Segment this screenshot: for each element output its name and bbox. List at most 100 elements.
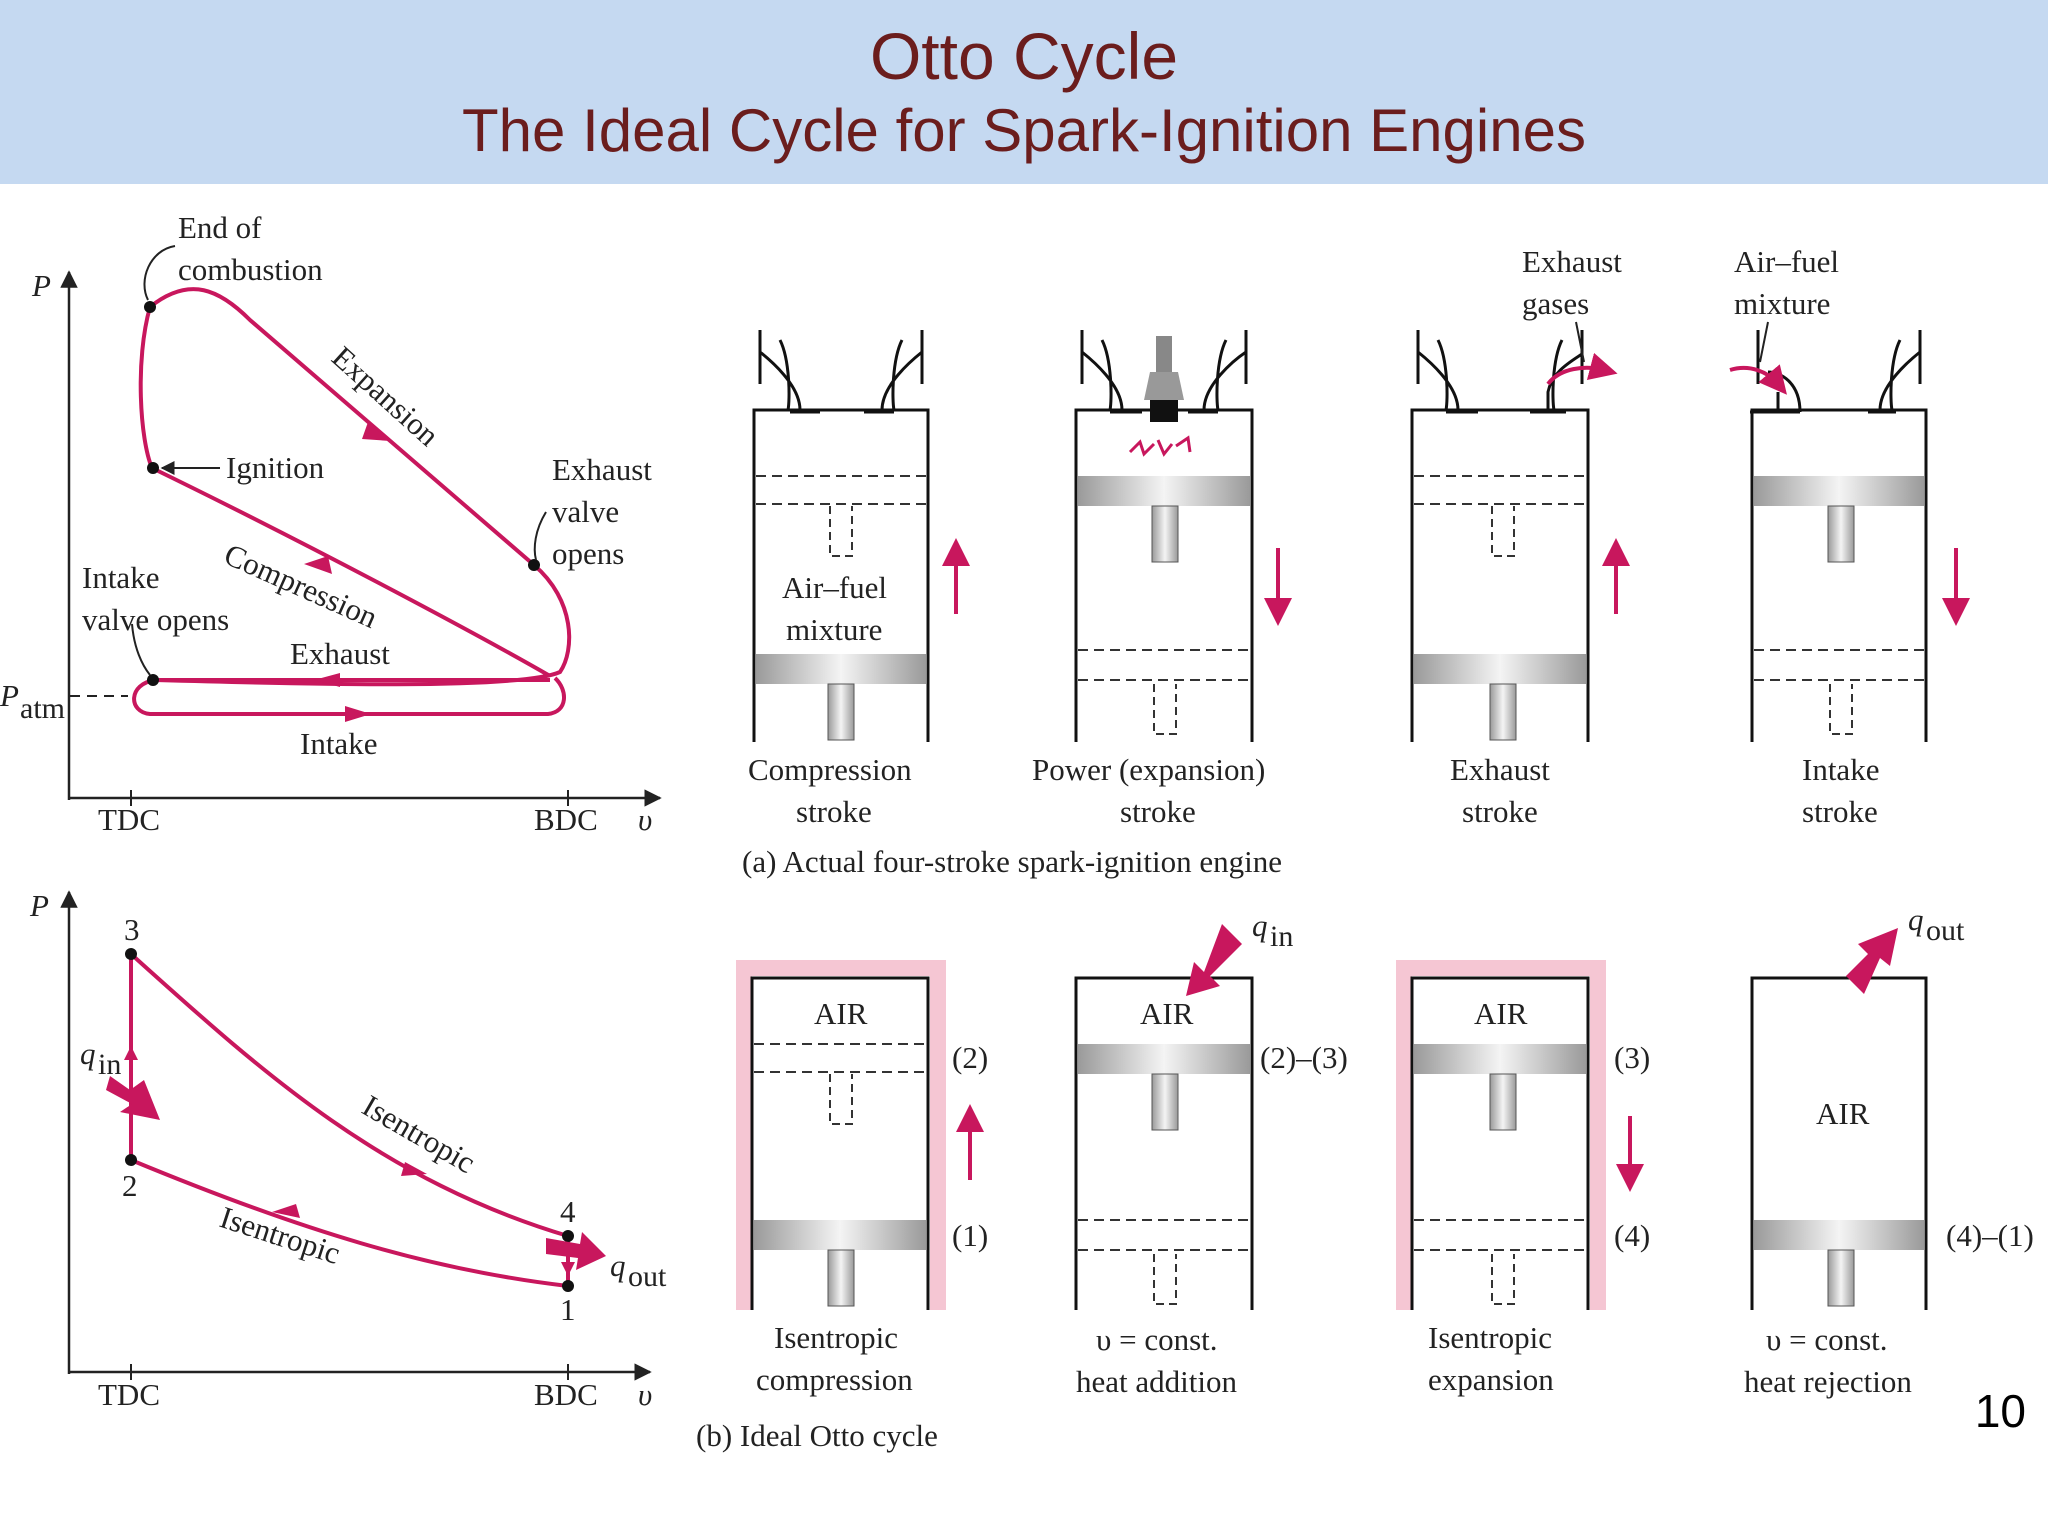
slide-title: Otto Cycle xyxy=(869,19,1179,93)
stroke-label-1a: Compression xyxy=(748,752,912,787)
exhaust-valve-label-3: opens xyxy=(552,536,624,571)
point-1: 1 xyxy=(560,1292,576,1327)
stroke-label-3a: Exhaust xyxy=(1450,752,1550,787)
point-2: 2 xyxy=(122,1168,138,1203)
intake-label: Intake xyxy=(300,726,377,761)
end-of-combustion-label-1: End of xyxy=(178,210,262,245)
q-in-arrow-icon xyxy=(106,1076,160,1120)
q-out-arrow-icon xyxy=(546,1232,606,1270)
ideal-pv-diagram: P υ TDC BDC 3 2 4 1 Isentropic Isentropi… xyxy=(29,888,667,1412)
intake-valve-point xyxy=(147,674,159,686)
process-label-2a: υ = const. xyxy=(1096,1322,1218,1357)
title-banner xyxy=(0,0,2048,184)
cyl-q-in-sub: in xyxy=(1270,920,1293,953)
point-3: 3 xyxy=(124,912,140,947)
process-label-4b: heat rejection xyxy=(1744,1364,1912,1399)
q-out-cyl-arrow-icon xyxy=(1846,928,1898,994)
state-1-label: (1) xyxy=(952,1218,988,1253)
ideal-bdc-label: BDC xyxy=(534,1377,598,1412)
stroke-label-2a: Power (expansion) xyxy=(1032,752,1265,787)
intake-arrow xyxy=(345,706,371,722)
air-label-2: AIR xyxy=(1140,996,1194,1031)
air-label-3: AIR xyxy=(1474,996,1528,1031)
intake-valve-label-1: Intake xyxy=(82,560,159,595)
air-fuel-inlet-label-2: mixture xyxy=(1734,286,1830,321)
stroke-label-4b: stroke xyxy=(1802,794,1878,829)
point-4: 4 xyxy=(560,1194,576,1229)
cylinder-power xyxy=(1074,330,1292,742)
compression-curve xyxy=(138,306,551,678)
ideal-q-in: q xyxy=(80,1036,96,1071)
cyl-q-out-sub: out xyxy=(1926,914,1965,947)
p-axis-label: P xyxy=(31,268,51,303)
exhaust-valve-label-1: Exhaust xyxy=(552,452,652,487)
cylinder-intake: Air–fuel mixture xyxy=(1729,244,1970,742)
actual-engine-diagrams: Air–fuel mixture xyxy=(742,244,1970,879)
q-in-cyl-arrow-icon xyxy=(1186,924,1242,996)
bdc-label: BDC xyxy=(534,802,598,837)
cylinder-exhaust: Exhaust gases xyxy=(1410,244,1630,742)
cyl-q-out: q xyxy=(1908,902,1924,937)
ideal-engine-diagrams: AIR (2) (1) AIR q in (2)–(3) xyxy=(696,902,2034,1453)
stroke-label-4a: Intake xyxy=(1802,752,1879,787)
otto-cycle-figure: P υ TDC BDC P atm End of combustion Expa… xyxy=(0,210,2034,1453)
process-label-1b: compression xyxy=(756,1362,913,1397)
ignition-label: Ignition xyxy=(226,450,325,485)
state-3-label: (3) xyxy=(1614,1040,1650,1075)
process-label-2b: heat addition xyxy=(1076,1364,1237,1399)
page-number: 10 xyxy=(1974,1385,2026,1437)
actual-pv-diagram: P υ TDC BDC P atm End of combustion Expa… xyxy=(0,210,662,837)
ideal-q-out: q xyxy=(610,1248,626,1283)
cylinder-compression: Air–fuel mixture xyxy=(752,330,970,742)
state-2-label: (2) xyxy=(952,1040,988,1075)
state-4-label: (4) xyxy=(1614,1218,1650,1253)
ignition-point xyxy=(147,462,159,474)
isentropic-upper-label: Isentropic xyxy=(357,1088,482,1180)
patm-label: P xyxy=(0,678,19,713)
compression-label: Compression xyxy=(219,536,383,635)
isentropic-expansion-curve xyxy=(129,952,569,1238)
stroke-label-1b: stroke xyxy=(796,794,872,829)
ideal-q-out-sub: out xyxy=(628,1260,667,1293)
process-label-4a: υ = const. xyxy=(1766,1322,1888,1357)
exhaust-valve-label-2: valve xyxy=(552,494,619,529)
ideal-p-axis-label: P xyxy=(29,888,49,923)
ideal-v-axis-label: υ xyxy=(638,1377,652,1412)
expansion-arrow xyxy=(362,422,390,441)
isentropic-compression-curve xyxy=(130,1158,569,1288)
air-fuel-label-1: Air–fuel xyxy=(782,570,887,605)
ideal-q-in-sub: in xyxy=(98,1048,121,1081)
stroke-label-3b: stroke xyxy=(1462,794,1538,829)
intake-curve xyxy=(132,676,566,716)
exhaust-label: Exhaust xyxy=(290,636,390,671)
process-label-1a: Isentropic xyxy=(774,1320,898,1355)
state-2-3-label: (2)–(3) xyxy=(1260,1040,1348,1075)
cylinder-heat-addition: AIR q in (2)–(3) xyxy=(1074,908,1348,1310)
end-of-combustion-label-2: combustion xyxy=(178,252,323,287)
spark-plug xyxy=(1156,336,1172,372)
stroke-label-2b: stroke xyxy=(1120,794,1196,829)
state-4-1-label: (4)–(1) xyxy=(1946,1218,2034,1253)
exhaust-valve-point xyxy=(528,559,540,571)
air-fuel-inlet-label-1: Air–fuel xyxy=(1734,244,1839,279)
cylinder-isentropic-compression: AIR (2) (1) xyxy=(736,960,988,1310)
ideal-tdc-label: TDC xyxy=(98,1377,160,1412)
v-axis-label: υ xyxy=(638,802,652,837)
slide-subtitle: The Ideal Cycle for Spark-Ignition Engin… xyxy=(462,97,1586,164)
intake-valve-label-2: valve opens xyxy=(82,602,229,637)
compression-arrow xyxy=(304,556,332,574)
tdc-label: TDC xyxy=(98,802,160,837)
exhaust-gases-label-2: gases xyxy=(1522,286,1589,321)
caption-b: (b) Ideal Otto cycle xyxy=(696,1418,938,1453)
process-label-3b: expansion xyxy=(1428,1362,1554,1397)
exhaust-gases-label-1: Exhaust xyxy=(1522,244,1622,279)
cylinder-isentropic-expansion: AIR (3) (4) xyxy=(1396,960,1650,1310)
spark-icon xyxy=(1128,435,1192,457)
process-label-3a: Isentropic xyxy=(1428,1320,1552,1355)
exhaust-arrow xyxy=(314,673,340,687)
cyl-q-in: q xyxy=(1252,908,1268,943)
air-label-4: AIR xyxy=(1816,1096,1870,1131)
patm-sub: atm xyxy=(20,692,65,725)
caption-a: (a) Actual four-stroke spark-ignition en… xyxy=(742,844,1282,879)
air-label-1: AIR xyxy=(814,996,868,1031)
